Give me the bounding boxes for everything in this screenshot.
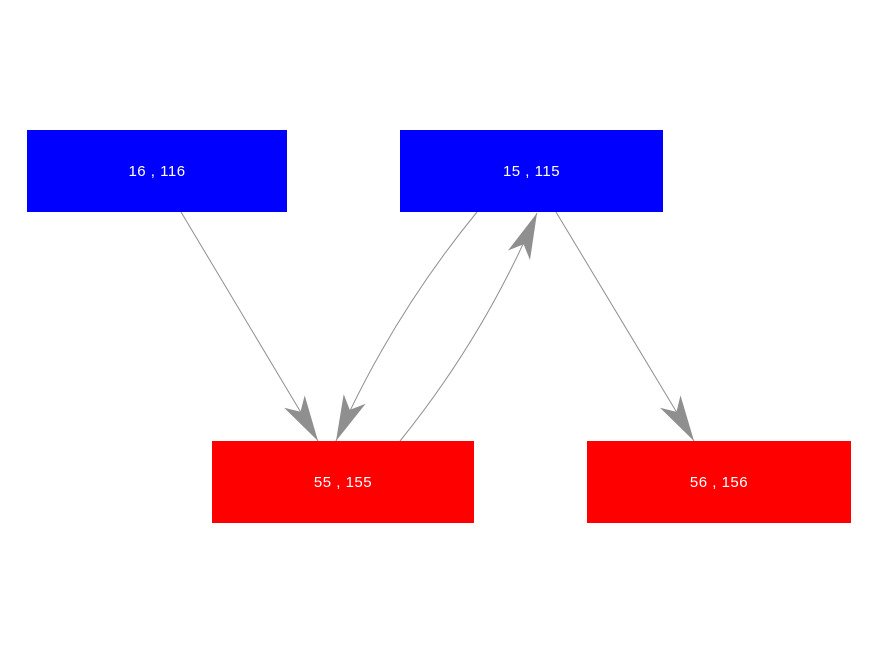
edge-line bbox=[335, 211, 478, 442]
arrowhead-icon bbox=[336, 394, 366, 441]
node-label: 15 , 115 bbox=[502, 162, 561, 180]
node-label: 16 , 116 bbox=[128, 162, 186, 180]
edge-line bbox=[399, 212, 538, 442]
graph-node-56-156: 56 , 156 bbox=[587, 441, 851, 523]
graph-node-55-155: 55 , 155 bbox=[212, 441, 474, 523]
graph-node-15-115: 15 , 115 bbox=[400, 130, 663, 212]
arrowhead-icon bbox=[660, 395, 694, 441]
edge-line bbox=[555, 211, 695, 442]
node-label: 56 , 156 bbox=[689, 473, 749, 491]
arrowhead-icon bbox=[284, 395, 318, 441]
edge-line bbox=[180, 211, 319, 442]
arrowhead-icon bbox=[507, 213, 537, 260]
node-label: 55 , 155 bbox=[313, 473, 373, 491]
graph-node-16-116: 16 , 116 bbox=[27, 130, 287, 212]
